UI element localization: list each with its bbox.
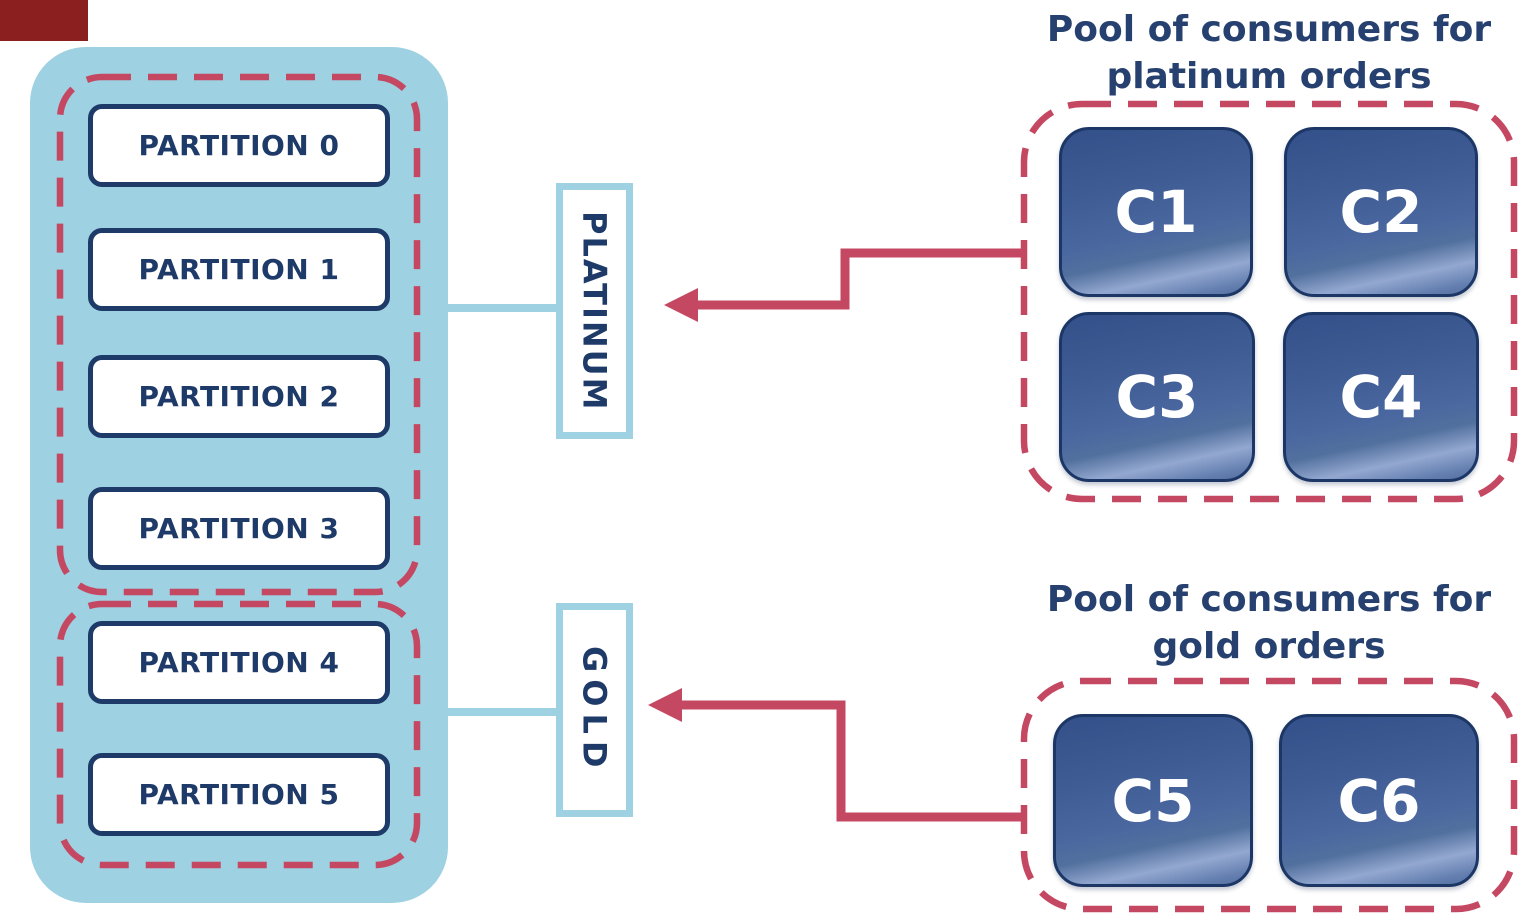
consumer-label: C4 (1339, 363, 1423, 431)
platinum-pool-title-line1: Pool of consumers for (1046, 9, 1492, 50)
consumer-label: C2 (1339, 178, 1423, 246)
platinum-pool-title: Pool of consumers for platinum orders (1024, 6, 1514, 100)
partition-box: PARTITION 0 (88, 104, 390, 187)
gold-pool-title: Pool of consumers for gold orders (1024, 576, 1514, 670)
gold-arrow-line (678, 700, 1024, 822)
consumer-box: C6 (1279, 714, 1479, 887)
partition-box: PARTITION 1 (88, 228, 390, 311)
gold-arrowhead-icon (648, 688, 682, 722)
gold-tier-label: GOLD (575, 645, 614, 775)
platinum-pool-title-line2: platinum orders (1106, 56, 1432, 97)
platinum-arrowhead-icon (664, 288, 698, 322)
platinum-tier-label: PLATINUM (575, 210, 614, 412)
consumer-box: C5 (1053, 714, 1253, 887)
gold-pool-title-line1: Pool of consumers for (1046, 579, 1492, 620)
consumer-box: C4 (1283, 312, 1479, 482)
consumer-box: C3 (1059, 312, 1255, 482)
consumer-label: C1 (1114, 178, 1198, 246)
partition-box: PARTITION 3 (88, 487, 390, 570)
partition-label: PARTITION 0 (138, 129, 340, 162)
partition-label: PARTITION 3 (138, 512, 340, 545)
red-corner-block (0, 0, 88, 41)
consumer-label: C6 (1337, 766, 1421, 835)
consumer-box: C2 (1284, 127, 1478, 297)
partition-label: PARTITION 4 (138, 646, 340, 679)
partition-box: PARTITION 2 (88, 355, 390, 438)
consumer-label: C3 (1115, 363, 1199, 431)
partition-label: PARTITION 1 (138, 253, 340, 286)
partition-label: PARTITION 5 (138, 778, 340, 811)
consumer-label: C5 (1111, 766, 1195, 835)
platinum-arrow-line (694, 248, 1024, 310)
gold-tier-box: GOLD (556, 603, 633, 817)
partition-box: PARTITION 5 (88, 753, 390, 836)
partition-box: PARTITION 4 (88, 621, 390, 704)
consumer-box: C1 (1059, 127, 1253, 297)
gold-pool-title-line2: gold orders (1152, 626, 1386, 667)
platinum-tier-box: PLATINUM (556, 183, 633, 439)
partition-label: PARTITION 2 (138, 380, 340, 413)
